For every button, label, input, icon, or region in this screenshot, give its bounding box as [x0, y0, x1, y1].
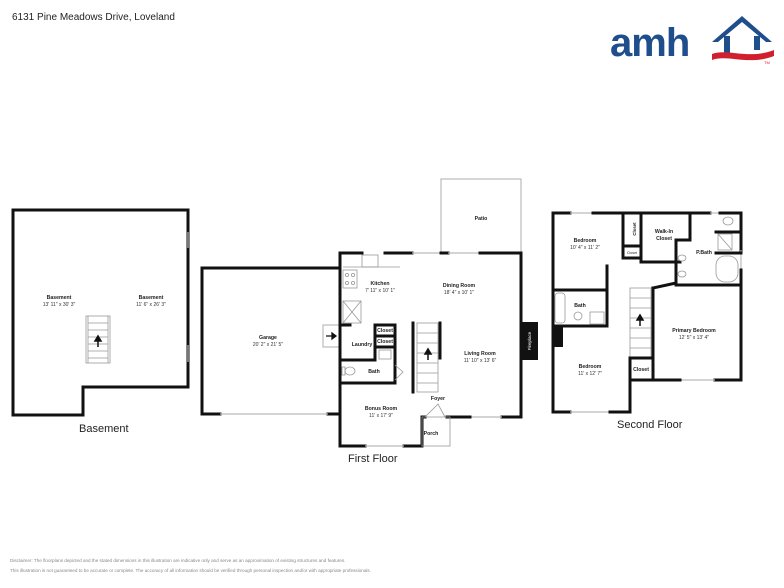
room-dims: 12' 5" x 13' 4": [679, 335, 709, 341]
property-address: 6131 Pine Meadows Drive, Loveland: [12, 12, 175, 23]
room-dims: 11' 6" x 26' 3": [136, 302, 166, 308]
room-name: Kitchen: [370, 281, 389, 287]
room-name: Living Room: [464, 351, 496, 357]
room-name: Porch: [424, 431, 439, 437]
room-name: Bonus Room: [365, 406, 398, 412]
fireplace: [521, 322, 538, 360]
first-floor-plan: Patio Garage 20' 2" x 21' 5" Fireplace: [200, 178, 538, 448]
room-name: Closet: [627, 251, 637, 255]
room-name: Garage: [259, 335, 277, 341]
room-name: Bedroom: [574, 238, 597, 244]
room-name: Bedroom: [579, 364, 602, 370]
room-name: Walk-In: [655, 229, 673, 235]
disclaimer-line-1: Disclaimer: The floorplans depicted and …: [10, 558, 346, 563]
disclaimer-line-2: This illustration is not guaranteed to b…: [10, 568, 371, 573]
room-name: Closet: [377, 328, 393, 334]
room-dims: 7' 11" x 10' 1": [365, 288, 395, 294]
floor-label-basement: Basement: [79, 423, 129, 435]
house-roof-icon: amh TM: [610, 16, 774, 65]
floor-label-first: First Floor: [348, 453, 398, 465]
room-dims: 11' x 12' 7": [578, 371, 602, 377]
second-floor-plan: Bedroom 10' 4" x 11' 2" Closet Closet Wa…: [551, 211, 743, 414]
room-name: Laundry: [352, 342, 373, 348]
basement-plan: Basement 13' 11" x 30' 3" Basement 11' 6…: [11, 208, 190, 417]
trademark: TM: [764, 60, 770, 65]
room-name: Bath: [368, 369, 380, 375]
amh-logo: amh TM: [608, 8, 776, 66]
room-name: Basement: [139, 295, 164, 301]
stairs: [85, 315, 111, 364]
room-name: Fireplace: [527, 331, 532, 350]
room-name: P.Bath: [696, 250, 712, 256]
room-dims: 11' x 17' 9": [369, 413, 393, 419]
room-name: Foyer: [431, 396, 445, 402]
room-dims: 18' 4" x 10' 1": [444, 290, 474, 296]
room-name: Bath: [574, 303, 586, 309]
logo-text: amh: [610, 21, 689, 65]
room-name: Primary Bedroom: [672, 328, 716, 334]
room-dims: 10' 4" x 11' 2": [570, 245, 600, 251]
room-name: Closet: [633, 367, 649, 373]
room-name: Closet: [377, 339, 393, 345]
room-name: Patio: [475, 216, 488, 222]
room-name: Basement: [47, 295, 72, 301]
room-dims: 20' 2" x 21' 5": [253, 342, 283, 348]
room-dims: 13' 11" x 30' 3": [43, 302, 76, 308]
floor-label-second: Second Floor: [617, 419, 683, 431]
room-name: Closet: [632, 222, 637, 236]
room-name: Closet: [656, 236, 672, 242]
room-dims: 11' 10" x 13' 6": [464, 358, 497, 364]
room-name: Dining Room: [443, 283, 476, 289]
